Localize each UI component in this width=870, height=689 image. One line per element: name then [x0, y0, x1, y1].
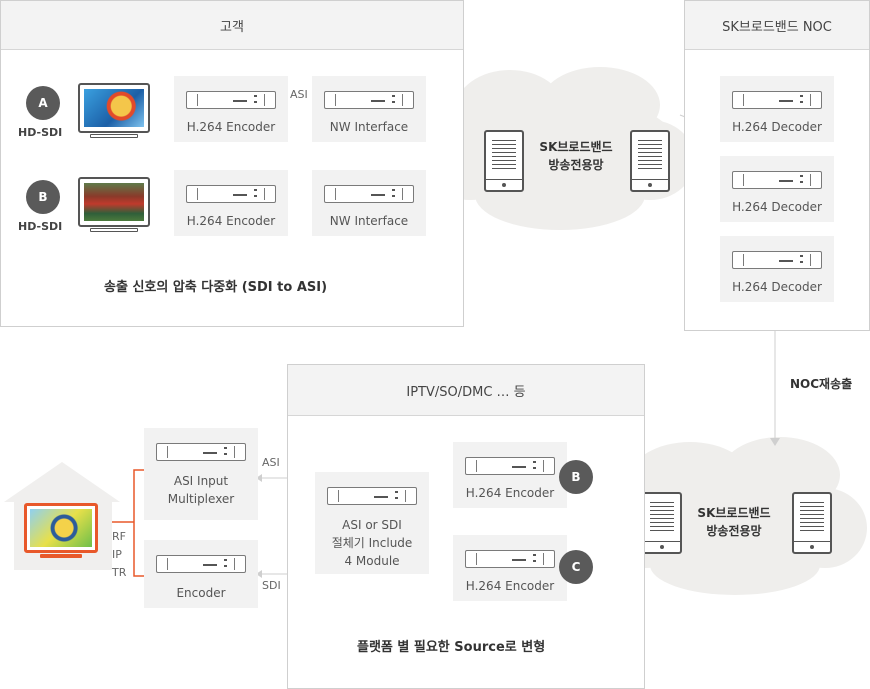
cloud-top-line2: 방송전용망 — [548, 158, 604, 172]
customer-nw-b: NW Interface — [312, 170, 426, 236]
device-icon — [732, 91, 822, 109]
output-ip-label: IP — [112, 548, 122, 561]
platform-cutter-line2: 절체기 Include — [331, 536, 413, 550]
output-sdi-label: SDI — [262, 579, 281, 592]
device-icon — [732, 251, 822, 269]
cloud-top-server-left-icon — [484, 130, 524, 192]
output-encoder-label: Encoder — [176, 586, 226, 600]
source-a-monitor — [78, 83, 150, 133]
platform-panel-title: IPTV/SO/DMC … 등 — [288, 365, 644, 416]
noc-decoder-2-label: H.264 Decoder — [732, 200, 822, 214]
source-b-label: HD-SDI — [18, 220, 63, 233]
device-icon — [324, 91, 414, 109]
asi-input-multiplexer-label: ASI Input Multiplexer — [144, 472, 258, 508]
customer-encoder-b-label: H.264 Encoder — [186, 214, 276, 228]
customer-nw-b-label: NW Interface — [329, 214, 409, 228]
noc-retransmit-label: NOC재송출 — [790, 377, 853, 391]
monitor-a-screen-image — [84, 89, 144, 127]
device-icon — [732, 171, 822, 189]
platform-c-badge: C — [559, 550, 593, 584]
cloud-bottom-line1: SK브로드밴드 — [697, 506, 771, 520]
home-tv — [24, 503, 98, 553]
device-icon — [156, 443, 246, 461]
noc-decoder-3: H.264 Decoder — [720, 236, 834, 302]
cloud-top-line1: SK브로드밴드 — [539, 140, 613, 154]
platform-encoder-c: H.264 Encoder — [453, 535, 567, 601]
output-encoder: Encoder — [144, 540, 258, 608]
device-icon — [324, 185, 414, 203]
output-tr-label: TR — [112, 566, 127, 579]
platform-b-badge: B — [559, 460, 593, 494]
source-a-monitor-base — [90, 134, 138, 138]
cloud-bottom-label: SK브로드밴드 방송전용망 — [686, 504, 782, 540]
customer-nw-a-label: NW Interface — [329, 120, 409, 134]
device-icon — [156, 555, 246, 573]
platform-cutter-line1: ASI or SDI — [342, 518, 402, 532]
output-asi-label: ASI — [262, 456, 280, 469]
device-icon — [465, 550, 555, 568]
platform-caption: 플랫폼 별 필요한 Source로 변형 — [357, 640, 546, 655]
noc-decoder-2: H.264 Decoder — [720, 156, 834, 222]
customer-asi-label: ASI — [290, 88, 308, 101]
customer-nw-a: NW Interface — [312, 76, 426, 142]
output-rf-label: RF — [112, 530, 126, 543]
customer-panel-title: 고객 — [1, 1, 463, 50]
noc-decoder-1: H.264 Decoder — [720, 76, 834, 142]
cloud-top-label: SK브로드밴드 방송전용망 — [528, 138, 624, 174]
customer-encoder-b: H.264 Encoder — [174, 170, 288, 236]
source-b-badge: B — [26, 180, 60, 214]
device-icon — [186, 185, 276, 203]
platform-encoder-b: H.264 Encoder — [453, 442, 567, 508]
cloud-top-server-right-icon — [630, 130, 670, 192]
cloud-bottom-server-right-icon — [792, 492, 832, 554]
noc-decoder-1-label: H.264 Decoder — [732, 120, 822, 134]
noc-panel-title: SK브로드밴드 NOC — [685, 1, 869, 50]
home-tv-base — [40, 554, 82, 558]
platform-encoder-b-label: H.264 Encoder — [465, 486, 555, 500]
source-b-monitor-base — [90, 228, 138, 232]
customer-caption: 송출 신호의 압축 다중화 (SDI to ASI) — [104, 280, 328, 295]
platform-cutter-label: ASI or SDI 절체기 Include 4 Module — [315, 516, 429, 570]
monitor-b-screen-image — [84, 183, 144, 221]
customer-encoder-a-label: H.264 Encoder — [186, 120, 276, 134]
asi-input-multiplexer: ASI Input Multiplexer — [144, 428, 258, 520]
customer-panel: 고객 — [0, 0, 464, 327]
cloud-bottom-server-left-icon — [642, 492, 682, 554]
source-b-monitor — [78, 177, 150, 227]
cloud-bottom-line2: 방송전용망 — [706, 524, 762, 538]
source-a-label: HD-SDI — [18, 126, 63, 139]
device-icon — [327, 487, 417, 505]
platform-cutter-line3: 4 Module — [344, 554, 400, 568]
device-icon — [465, 457, 555, 475]
device-icon — [186, 91, 276, 109]
asi-mux-line1: ASI Input — [173, 474, 229, 488]
platform-cutter: ASI or SDI 절체기 Include 4 Module — [315, 472, 429, 574]
noc-decoder-3-label: H.264 Decoder — [732, 280, 822, 294]
platform-encoder-c-label: H.264 Encoder — [465, 579, 555, 593]
customer-encoder-a: H.264 Encoder — [174, 76, 288, 142]
source-a-badge: A — [26, 86, 60, 120]
asi-mux-line2: Multiplexer — [167, 492, 235, 506]
home-tv-screen-image — [30, 509, 92, 547]
